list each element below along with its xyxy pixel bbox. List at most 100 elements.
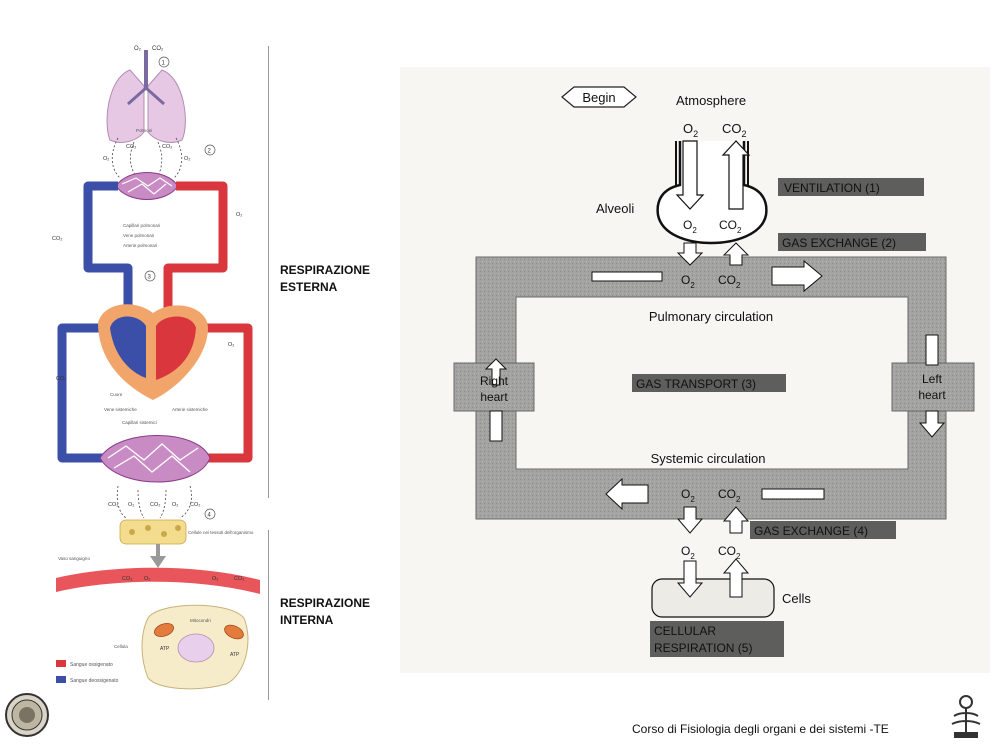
lower-exchange-arrows <box>116 485 192 519</box>
polmoni-label: Polmoni <box>136 128 152 133</box>
bracket-internal <box>262 530 269 700</box>
alveoli-co2-label: CO2 <box>719 218 742 235</box>
capillari-sistemici-label: Capillari sistemici <box>122 420 157 425</box>
co2-out-of-cells-arrow-icon <box>722 558 750 598</box>
gas-transport-flow-diagram: Begin Atmosphere O2 CO2 Alveoli O2 CO2 V… <box>400 67 990 673</box>
legend-swatch-oxygenated <box>56 660 66 667</box>
cellular-respiration-box <box>650 621 784 657</box>
cells-label: Cells <box>782 591 811 606</box>
course-footer: Corso di Fisiologia degli organi e dei s… <box>632 722 889 736</box>
begin-marker <box>561 86 637 108</box>
legend-oxygenated-label: Sangue ossigenato <box>70 662 113 668</box>
top-flow-bar-left <box>591 271 663 282</box>
cellular-respiration-line2: RESPIRATION (5) <box>654 641 752 655</box>
o2-to-tissue-arrow-icon <box>676 506 704 534</box>
label-respirazione-esterna: RESPIRAZIONE ESTERNA <box>280 262 370 296</box>
left-heart-down-arrow-icon <box>918 410 946 438</box>
systemic-circulation-label: Systemic circulation <box>651 451 766 466</box>
step-3-badge <box>144 270 156 282</box>
pulmonary-capillaries <box>115 172 179 200</box>
step-2-label: 2 <box>208 149 212 155</box>
right-heart-up-arrow-icon <box>484 358 508 386</box>
tissue-co2-label: CO2 <box>718 544 741 561</box>
vene-polmonari-label: Vene polmonari <box>123 233 154 238</box>
alveoli-label: Alveoli <box>596 201 634 216</box>
pulmonary-circulation-label: Pulmonary circulation <box>649 309 773 324</box>
department-emblem-logo <box>944 688 988 742</box>
capillari-polmonari-label: Capillari polmonari <box>123 223 160 228</box>
step-1-badge <box>158 56 170 68</box>
bottom-flow-arrow-left-icon <box>605 477 649 511</box>
top-co2-label: CO2 <box>722 121 747 139</box>
left-heart-box <box>891 362 975 412</box>
arterie-polmonari-label: Arterie polmonari <box>123 243 157 248</box>
left-heart-label-line2: heart <box>918 388 946 402</box>
co2-to-blood-arrow-icon <box>722 506 750 534</box>
bracket-external <box>262 46 269 498</box>
down-arrow-icon <box>150 544 166 568</box>
lower-co2-a: CO₂ <box>108 502 118 508</box>
upper-co2-right: CO₂ <box>162 144 172 150</box>
right-heart-lower-bar <box>489 410 503 442</box>
o2-to-blood-arrow-icon <box>676 242 704 266</box>
heart <box>98 304 208 400</box>
legend-swatch-deoxygenated <box>56 676 66 683</box>
bottom-flow-bar-right <box>761 488 825 500</box>
upper-o2-left: O₂ <box>103 156 109 162</box>
blood-vessels <box>57 181 253 463</box>
systemic-capillaries <box>99 435 211 483</box>
cellular-respiration-line1: CELLULAR <box>654 624 716 638</box>
cells-box <box>651 578 775 618</box>
respiration-illustration: O₂ CO₂ 1 Polmoni O₂ CO₂ CO₂ O₂ 2 <box>48 28 268 700</box>
top-o2-label: O2 <box>683 121 698 139</box>
ventilation-label: VENTILATION (1) <box>784 181 880 195</box>
right-heart-label-line2: heart <box>480 390 508 404</box>
pulmonary-co2-label: CO2 <box>718 273 741 290</box>
systemic-o2-label: O2 <box>681 487 695 504</box>
vaso-sanguigno-label: Vaso sanguigno <box>58 556 90 561</box>
atp-right-label: ATP <box>230 652 240 658</box>
gas-transport-box <box>632 374 786 392</box>
upper-o2-right: O₂ <box>184 156 190 162</box>
co2-expiration-arrow-icon <box>721 140 751 210</box>
ventilation-box <box>778 178 924 196</box>
label-respirazione-interna: RESPIRAZIONE INTERNA <box>280 595 370 629</box>
o2-into-cells-arrow-icon <box>676 560 704 598</box>
label-internal-line2: INTERNA <box>280 613 334 627</box>
step-1-label: 1 <box>162 61 166 67</box>
gas-exchange-2-box <box>778 233 926 251</box>
lower-co2-b: CO₂ <box>150 502 160 508</box>
lungs <box>106 50 186 143</box>
upper-co2-left: CO₂ <box>126 144 136 150</box>
step-2-badge <box>204 144 216 156</box>
vaso-o2-right: O₂ <box>212 576 218 582</box>
circulation-loop <box>475 256 947 520</box>
emblem-icon <box>951 695 981 738</box>
step-4-badge <box>204 508 216 520</box>
respiration-illustration-svg: O₂ CO₂ 1 Polmoni O₂ CO₂ CO₂ O₂ 2 <box>52 46 260 690</box>
lung-o2-label: O₂ <box>134 46 142 52</box>
heart-o2-label: O₂ <box>228 342 234 348</box>
cuore-label: Cuore <box>110 392 123 397</box>
university-seal-logo <box>4 690 50 740</box>
alveolus-shape <box>656 141 768 245</box>
label-external-line1: RESPIRAZIONE <box>280 263 371 277</box>
lower-co2-c: CO₂ <box>190 502 200 508</box>
vaso-o2-left: O₂ <box>144 576 150 582</box>
legend-deoxygenated-label: Sangue deossigenato <box>70 678 119 684</box>
left-heart-upper-bar <box>925 334 939 366</box>
cellula-label: Cellula <box>114 644 128 649</box>
gas-exchange-2-label: GAS EXCHANGE (2) <box>782 236 896 250</box>
flow-diagram-svg: Begin Atmosphere O2 CO2 Alveoli O2 CO2 V… <box>453 86 975 657</box>
cell <box>141 604 249 690</box>
label-internal-line1: RESPIRAZIONE <box>280 596 371 610</box>
label-external-line2: ESTERNA <box>280 280 338 294</box>
left-heart-label-line1: Left <box>922 372 943 386</box>
step-4-label: 4 <box>208 513 212 519</box>
pulmonary-o2-label: O2 <box>681 273 695 290</box>
lung-co2-label: CO₂ <box>152 46 164 52</box>
lower-o2-a: O₂ <box>128 502 134 508</box>
begin-label: Begin <box>582 90 615 105</box>
seal-icon <box>5 693 49 737</box>
co2-to-alveoli-arrow-icon <box>722 242 750 266</box>
